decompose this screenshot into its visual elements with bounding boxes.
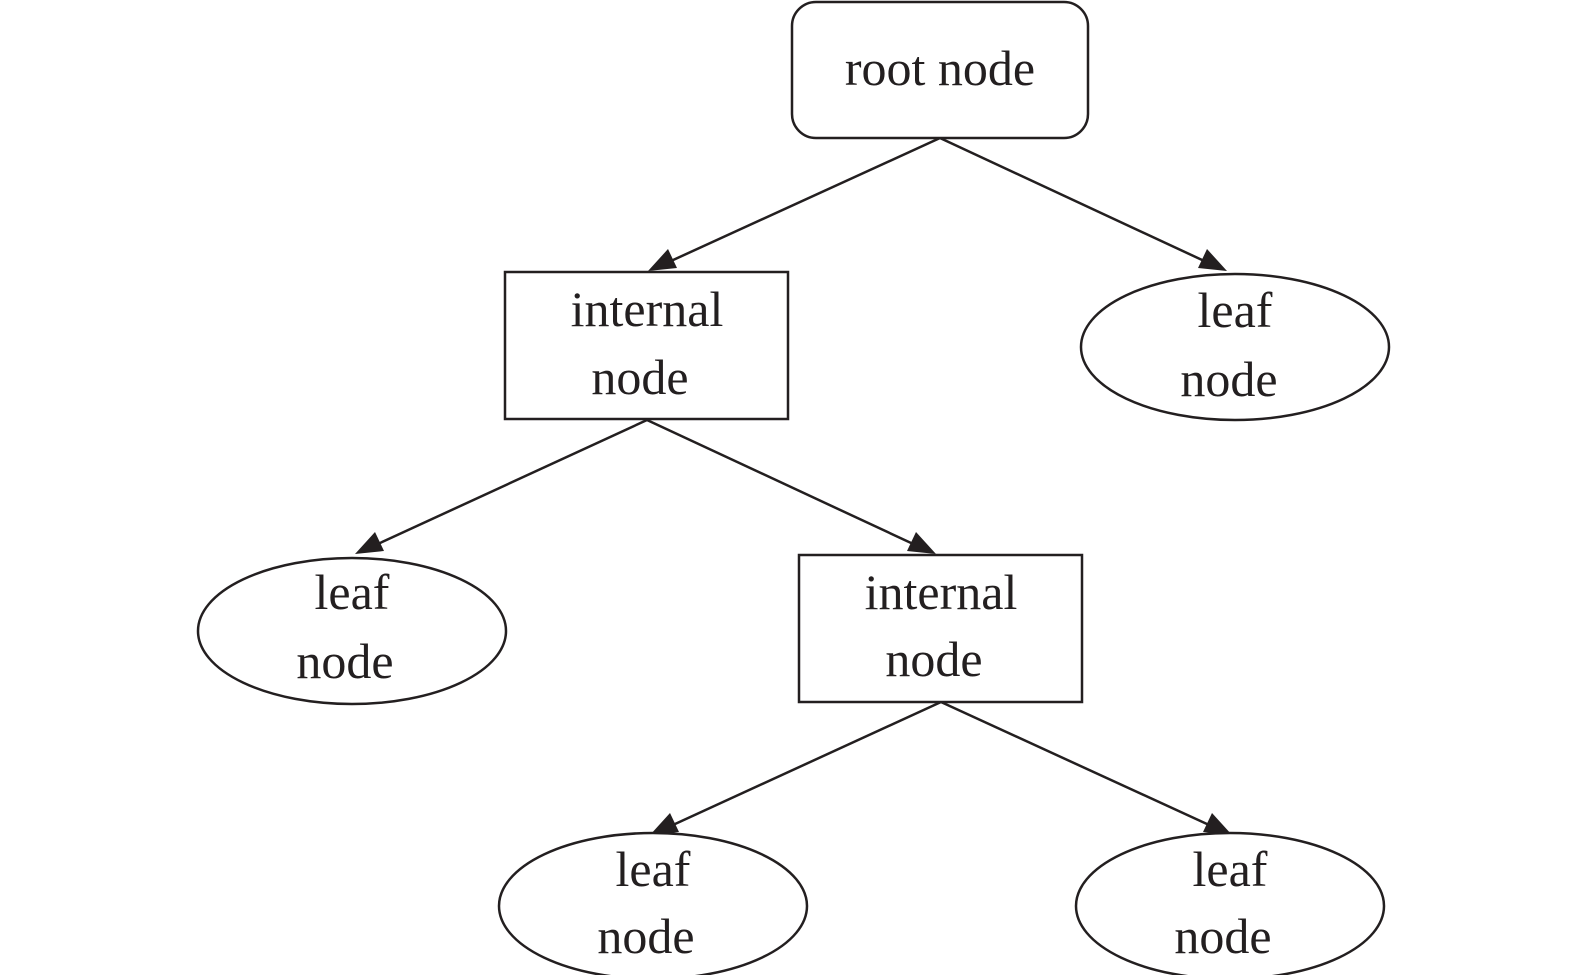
- leaf-node-2: leaf node: [196, 556, 508, 706]
- internal-node-1-label-line-1: internal: [571, 281, 724, 337]
- leaf-node-4-label-line-2: node: [1174, 908, 1271, 964]
- leaf-node-4: leaf node: [1074, 831, 1386, 975]
- arrowhead-leaf-1: [1198, 249, 1227, 271]
- leaf-node-3: leaf node: [497, 831, 809, 975]
- arrowhead-leaf-2: [355, 532, 384, 554]
- edge-internal-2-to-leaf-3: [661, 700, 942, 832]
- edge-root-to-leaf-1: [939, 136, 1216, 268]
- arrowhead-internal-2: [907, 532, 936, 554]
- root-node-label: root node: [845, 40, 1035, 96]
- internal-node-2-label-line-2: node: [885, 631, 982, 687]
- leaf-node-2-label-line-1: leaf: [315, 564, 390, 620]
- edge-root-to-internal-1: [659, 136, 941, 268]
- leaf-node-2-label-line-2: node: [296, 633, 393, 689]
- root-node: root node: [790, 0, 1090, 140]
- internal-node-2: internal node: [797, 553, 1084, 704]
- leaf-node-1: leaf node: [1079, 272, 1391, 422]
- leaf-node-4-label-line-1: leaf: [1193, 841, 1268, 897]
- internal-node-1-label-line-2: node: [591, 349, 688, 405]
- arrowhead-internal-1: [648, 249, 677, 271]
- arrowhead-leaf-4: [1203, 813, 1232, 835]
- internal-node-2-label-line-1: internal: [865, 564, 1018, 620]
- edge-internal-1-to-leaf-2: [366, 418, 648, 551]
- arrowhead-leaf-3: [650, 813, 679, 835]
- leaf-node-1-label-line-1: leaf: [1198, 282, 1273, 338]
- leaf-node-1-label-line-2: node: [1180, 351, 1277, 407]
- internal-node-1: internal node: [503, 270, 790, 421]
- leaf-node-3-label-line-1: leaf: [616, 841, 691, 897]
- edge-internal-1-to-internal-2: [646, 418, 925, 551]
- edges: [355, 136, 1232, 835]
- leaf-node-3-label-line-2: node: [597, 908, 694, 964]
- edge-internal-2-to-leaf-4: [940, 700, 1221, 832]
